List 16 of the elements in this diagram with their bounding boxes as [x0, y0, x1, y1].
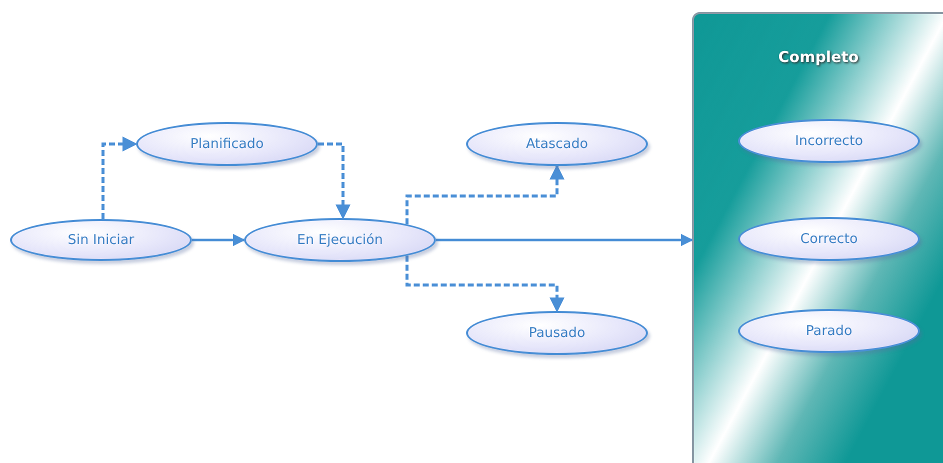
arrow	[406, 164, 564, 224]
arrow	[102, 136, 138, 219]
state-label: Sin Iniciar	[68, 232, 134, 248]
state-label: Atascado	[526, 136, 588, 152]
arrow	[406, 256, 564, 312]
panel-title: Completo	[777, 48, 860, 66]
state-label: Parado	[806, 323, 852, 339]
arrow	[192, 234, 246, 246]
state-label: Incorrecto	[794, 133, 864, 149]
state-label: En Ejecución	[297, 232, 383, 248]
state-label: Correcto	[800, 231, 858, 247]
arrow	[436, 234, 694, 246]
group-panel	[692, 12, 943, 463]
state-label: Pausado	[528, 325, 586, 341]
arrow	[318, 142, 350, 220]
state-label: Planificado	[190, 136, 264, 152]
